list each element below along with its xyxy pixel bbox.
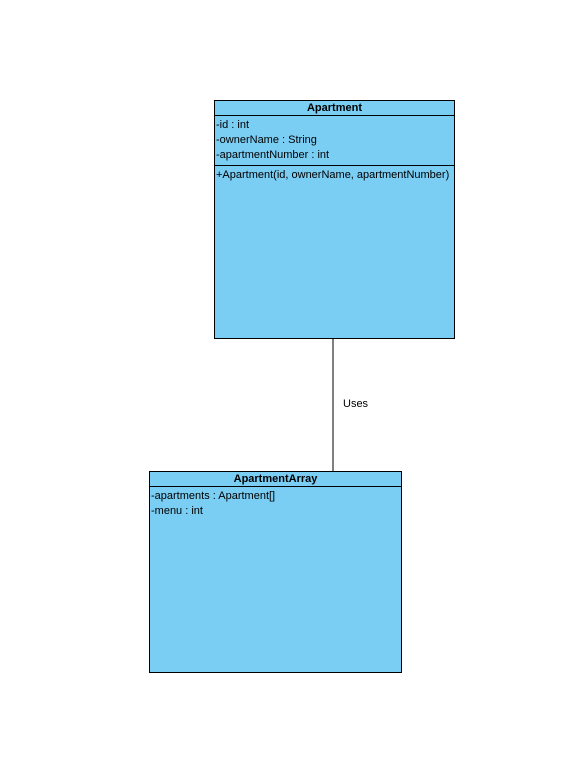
attribute-row: -id : int (216, 119, 250, 131)
attribute-row: -apartments : Apartment[] (151, 490, 276, 502)
operation-row: +Apartment(id, ownerName, apartmentNumbe… (216, 169, 450, 181)
apartment-array-class[interactable]: ApartmentArray -apartments : Apartment[]… (149, 471, 402, 673)
association-label: Uses (343, 398, 369, 410)
attribute-compartment: -apartments : Apartment[] -menu : int (150, 487, 401, 521)
attribute-row: -menu : int (151, 505, 203, 517)
operation-compartment: +Apartment(id, ownerName, apartmentNumbe… (215, 166, 454, 185)
class-name: ApartmentArray (150, 472, 401, 487)
attribute-row: -ownerName : String (216, 134, 317, 146)
apartment-class[interactable]: Apartment -id : int -ownerName : String … (214, 100, 455, 339)
attribute-compartment: -id : int -ownerName : String -apartment… (215, 116, 454, 166)
class-name: Apartment (215, 101, 454, 116)
attribute-row: -apartmentNumber : int (216, 149, 330, 161)
